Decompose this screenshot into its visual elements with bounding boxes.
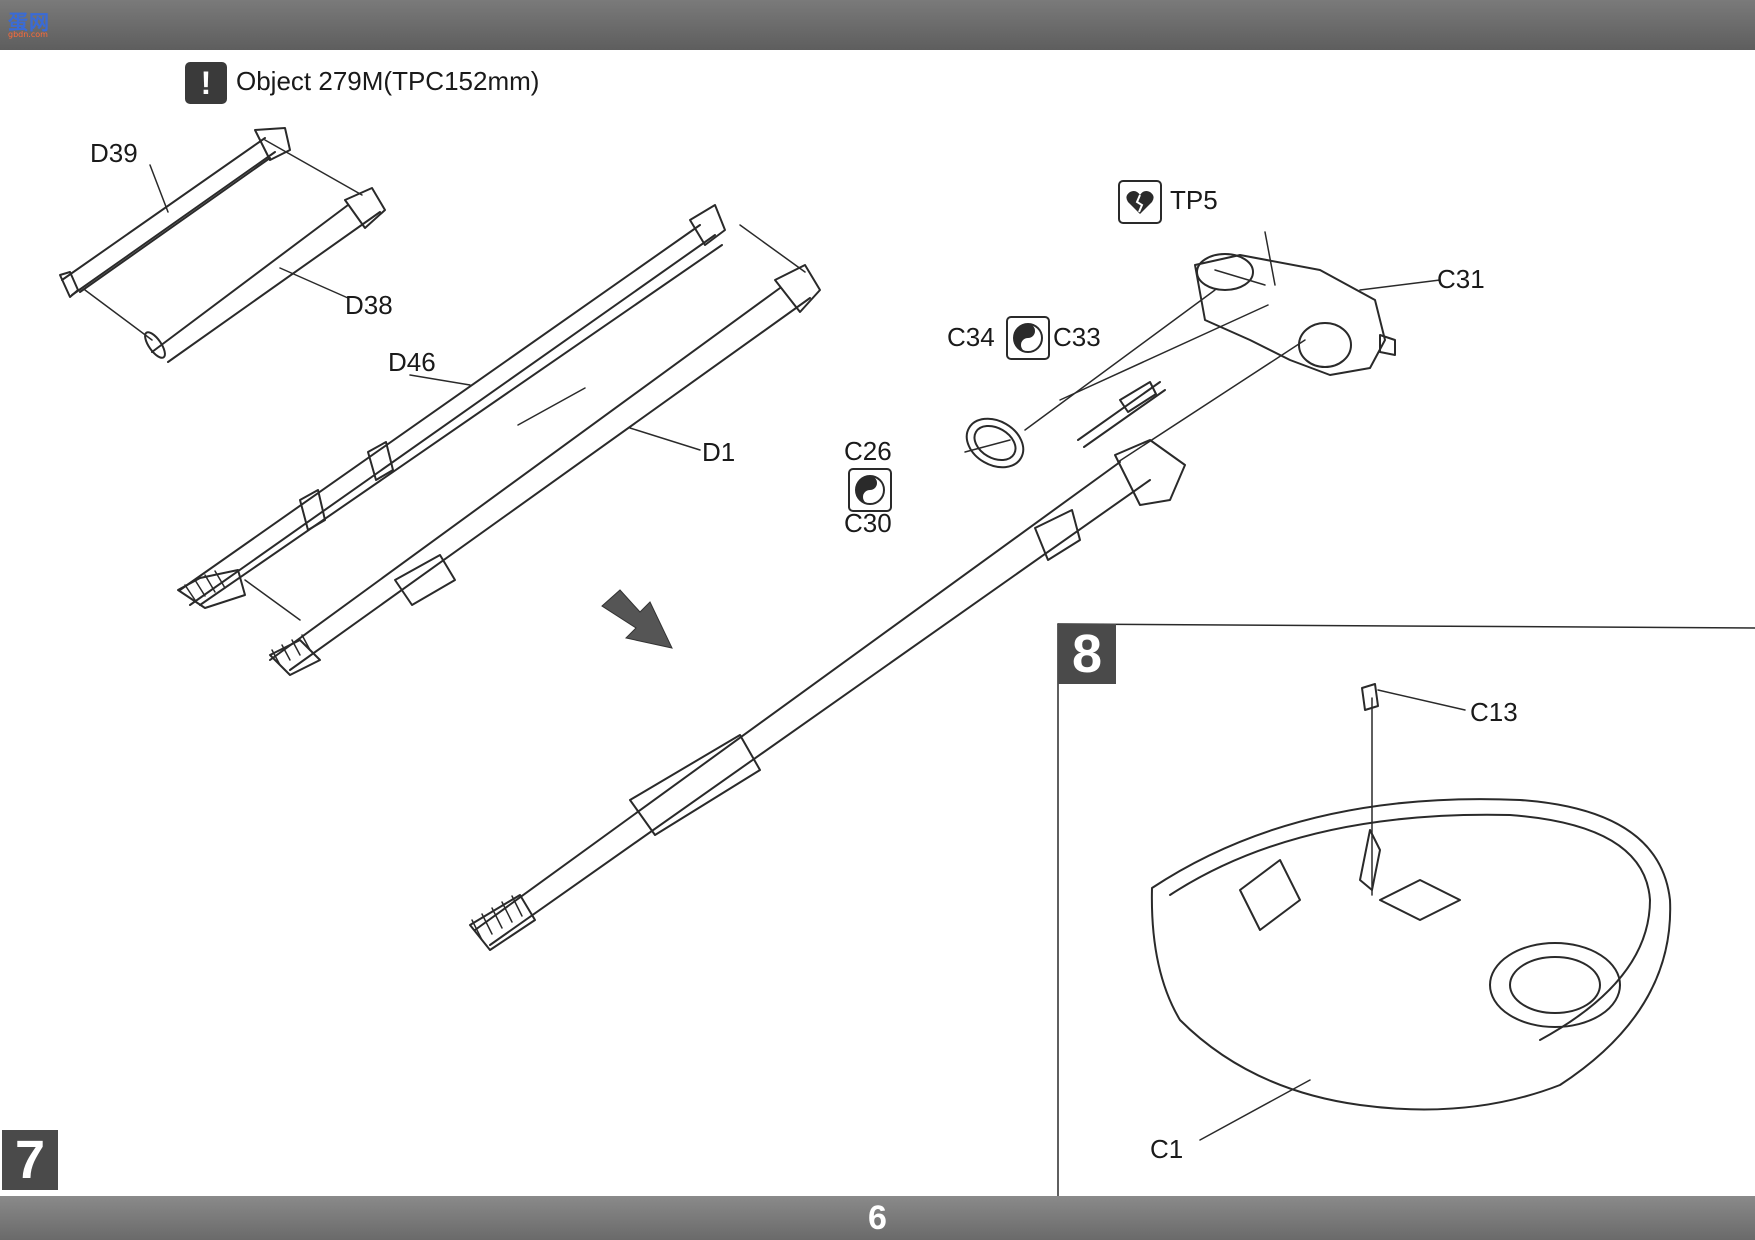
label-c31: C31 — [1437, 264, 1485, 294]
bottom-bar — [0, 1196, 1755, 1240]
label-d46: D46 — [388, 347, 436, 377]
note-title: Object 279M(TPC152mm) — [236, 66, 540, 96]
part-c33 — [1077, 381, 1166, 448]
label-tp5: TP5 — [1170, 185, 1218, 215]
part-d39 — [59, 127, 291, 298]
step-number-7: 7 — [2, 1130, 58, 1190]
top-bar — [0, 0, 1755, 50]
part-c1 — [1150, 798, 1672, 1111]
part-main-barrel — [469, 439, 1186, 951]
label-d39: D39 — [90, 138, 138, 168]
part-d38 — [144, 187, 386, 363]
label-d1: D1 — [702, 437, 736, 467]
broken-heart-icon — [1118, 180, 1162, 224]
label-c30: C30 — [844, 508, 892, 538]
yin-yang-icon — [1006, 316, 1050, 360]
part-d1 — [269, 264, 821, 676]
label-c26: C26 — [844, 436, 892, 466]
exclamation-icon: ! — [185, 62, 227, 104]
part-c13 — [1361, 683, 1379, 711]
watermark-url: gbdn.com — [8, 30, 48, 39]
watermark-logo: 蛋网 — [8, 10, 50, 34]
page-number: 6 — [868, 1199, 887, 1237]
part-c26 — [965, 417, 1025, 469]
part-c31 — [1194, 253, 1396, 376]
label-c33: C33 — [1053, 322, 1101, 352]
label-c1: C1 — [1150, 1134, 1184, 1164]
label-c13: C13 — [1470, 697, 1518, 727]
yin-yang-icon — [848, 468, 892, 512]
step-number-8: 8 — [1058, 624, 1116, 684]
part-d46 — [177, 204, 726, 609]
direction-arrow — [601, 589, 673, 649]
label-d38: D38 — [345, 290, 393, 320]
label-c34: C34 — [947, 322, 995, 352]
